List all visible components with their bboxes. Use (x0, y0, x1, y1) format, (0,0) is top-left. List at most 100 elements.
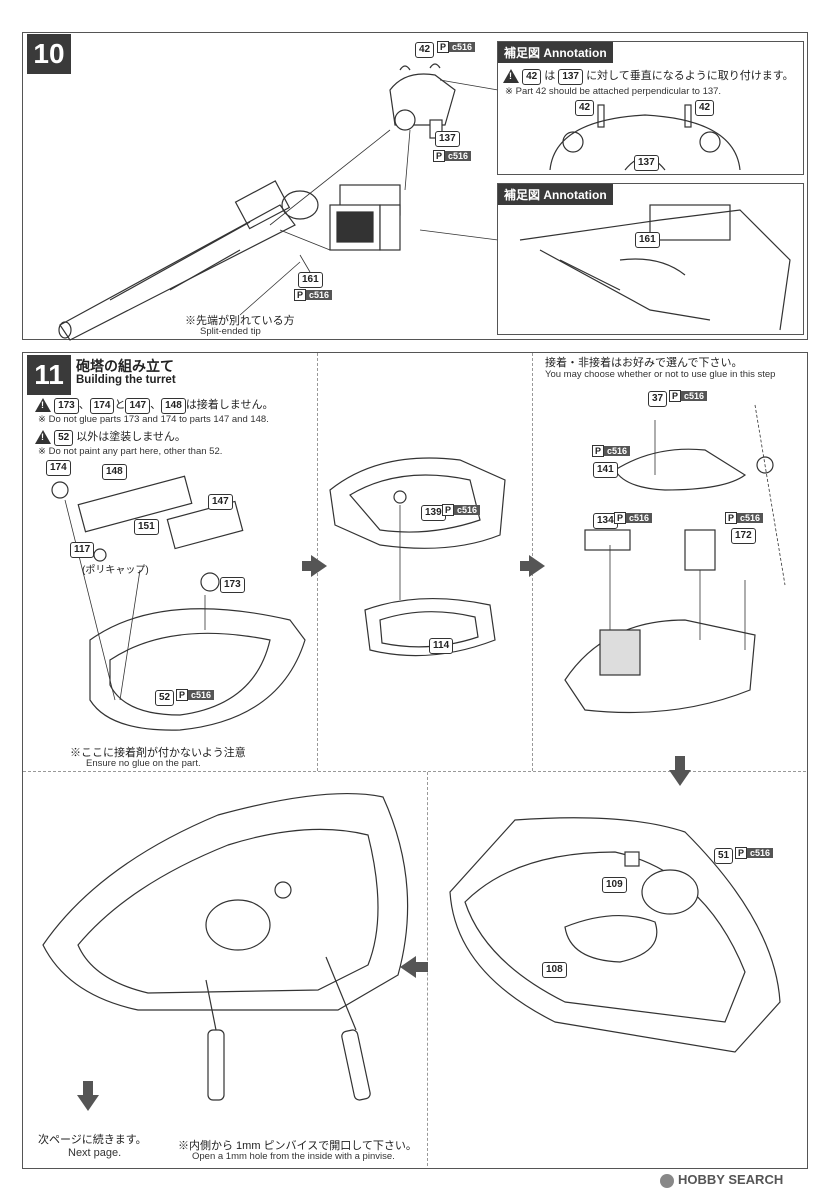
ann1-text-jp2: に対して垂直になるように取り付けます。 (586, 70, 794, 82)
warn2-en: ※ Do not paint any part here, other than… (38, 446, 223, 457)
split-tip-note-en: Split-ended tip (200, 326, 261, 337)
chip-p: P (442, 504, 455, 516)
pinvise-note-jp: ※内側から 1mm ピンバイスで開口して下さい。 (178, 1140, 417, 1152)
chip-c: c516 (747, 848, 774, 858)
arrow-left-icon (400, 956, 416, 978)
part-109-label: 109 (602, 877, 627, 893)
glue-note-jp: ※ここに接着剤が付かないよう注意 (70, 747, 246, 759)
chip-c: c516 (449, 42, 476, 52)
warn2-line: 52 以外は塗装しません。 (35, 428, 186, 446)
turret-underside-right-drawing (449, 817, 781, 1053)
arrow-2-shaft (520, 561, 530, 571)
part-147-label: 147 (208, 494, 233, 510)
chip-c: c516 (454, 505, 481, 515)
annotation2-frame (497, 183, 804, 335)
step10-frame (22, 32, 808, 340)
watermark-text: HOBBY SEARCH (678, 1172, 784, 1187)
ann1-ref-a: 42 (522, 69, 542, 85)
chip-p: P (592, 445, 605, 457)
arrow-1-shaft (302, 561, 312, 571)
arrow-down-head (77, 1095, 99, 1111)
step10-leaders (239, 79, 499, 316)
turret-ring-drawing (329, 457, 506, 657)
turret-underside-left-drawing (42, 792, 409, 1101)
warning-icon (35, 430, 51, 445)
chip-p: P (735, 847, 748, 859)
chip-p: P (725, 512, 738, 524)
warn2-en-text: Do not paint any part here, other than 5… (48, 446, 223, 457)
annotation1-text: 42 は 137 に対して垂直になるように取り付けます。 (503, 67, 794, 85)
arrow-down-icon (83, 1081, 93, 1095)
warn1-part-147: 147 (125, 398, 151, 414)
chip-c: c516 (306, 290, 333, 300)
chip-p: P (437, 41, 450, 53)
part-42-label: 42 (415, 42, 435, 58)
annotation1-text-en: ※ Part 42 should be attached perpendicul… (505, 86, 722, 97)
step11-title-en: Building the turret (76, 374, 176, 386)
warning-icon (503, 69, 519, 84)
chip-c: c516 (737, 513, 764, 523)
part-51-label: 51 (714, 848, 734, 864)
split-tip-note-jp: ※先端が別れている方 (185, 315, 295, 327)
divider-h (23, 771, 806, 772)
glue-note-en: Ensure no glue on the part. (86, 758, 201, 769)
chip-p: P (669, 390, 682, 402)
annotation1-header: 補足図 Annotation (498, 42, 613, 63)
ann1-text-jp: は (544, 70, 556, 82)
part-117-label: 117 (70, 542, 95, 558)
arrow-down-shaft (675, 756, 685, 770)
warn1-part-173: 173 (54, 398, 79, 414)
annotation2-header: 補足図 Annotation (498, 184, 613, 205)
part-172-label: 172 (731, 528, 756, 544)
ann1-label-137: 137 (634, 155, 659, 171)
warn1-en: ※ Do not glue parts 173 and 174 to parts… (38, 414, 269, 425)
watermark-icon (660, 1173, 674, 1188)
part-151-label: 151 (134, 519, 159, 535)
warning-icon (35, 398, 51, 413)
part-173-label: 173 (220, 577, 245, 593)
step11-number: 11 (27, 355, 71, 395)
choose-glue-jp: 接着・非接着はお好みで選んで下さい。 (545, 357, 743, 369)
chip-c: c516 (681, 391, 708, 401)
breech-block-drawing (329, 184, 401, 251)
annotation2-drawing (519, 204, 791, 331)
step11-title-jp: 砲塔の組み立て (76, 358, 174, 374)
chip-p: P (614, 512, 627, 524)
part-139-label: 139 (421, 505, 446, 521)
ann2-label-161: 161 (635, 232, 660, 248)
ann1-en: Part 42 should be attached perpendicular… (515, 86, 722, 97)
arrow-right-icon (311, 555, 327, 577)
ann1-label-42a: 42 (575, 100, 595, 116)
warn2-part-52: 52 (54, 430, 74, 446)
part-174-label: 174 (46, 460, 71, 476)
chip-c: c516 (188, 690, 215, 700)
ann1-ref-b: 137 (558, 69, 583, 85)
part-114-label: 114 (429, 638, 454, 654)
next-page-jp: 次ページに続きます。 (38, 1134, 147, 1146)
turret-top-drawing (564, 404, 786, 714)
next-page-en: Next page. (68, 1147, 122, 1159)
chip-c: c516 (626, 513, 653, 523)
chip-p: P (433, 150, 446, 162)
gun-barrel-drawing (58, 180, 319, 341)
annotation1-frame (497, 41, 804, 175)
watermark-logo: HOBBY SEARCH (660, 1172, 783, 1188)
part-37-label: 37 (648, 391, 668, 407)
ann1-label-42b: 42 (695, 100, 715, 116)
polycap-label: (ポリキャップ) (82, 565, 149, 576)
warn1-part-174: 174 (89, 398, 115, 414)
warn1-en-text: Do not glue parts 173 and 174 to parts 1… (48, 414, 269, 425)
warn1-jp: は接着しません。 (185, 399, 274, 411)
warn2-jp: 以外は塗装しません。 (76, 431, 186, 443)
part-108-label: 108 (542, 962, 567, 978)
choose-glue-en: You may choose whether or not to use glu… (545, 369, 776, 380)
